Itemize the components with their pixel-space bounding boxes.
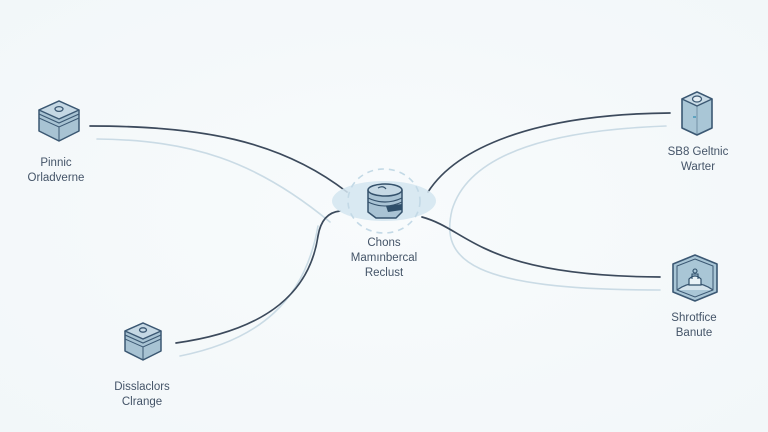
stacked-box-icon — [38, 100, 80, 142]
node-top-left[interactable]: Pinnic Orladverne — [8, 156, 104, 186]
edge-hub-to-bottom-right — [421, 216, 661, 278]
node-top-right[interactable]: SB8 Geltnic Warter — [650, 145, 746, 175]
node-label: Disslaclors Clrange — [114, 381, 170, 408]
node-bottom-left[interactable]: Disslaclors Clrange — [92, 380, 192, 410]
edge-shadow-top-left — [96, 138, 331, 223]
node-label: SB8 Geltnic Warter — [667, 146, 729, 173]
edge-hub-to-top-right — [427, 112, 671, 193]
node-hub[interactable]: Chons Mamınbercal Reclust — [334, 236, 434, 281]
hexagon-canister-icon — [681, 91, 713, 136]
edge-shadow-right-loop — [448, 125, 667, 291]
node-label: Pinnic Orladverne — [27, 157, 85, 184]
edge-top-left-to-hub — [89, 125, 348, 193]
node-label: Shrotfice Banute — [671, 312, 717, 339]
hexagon-shield-icon — [672, 254, 718, 302]
node-bottom-right[interactable]: Shrotfice Banute — [646, 311, 742, 341]
stacked-box-icon — [124, 322, 162, 361]
edge-shadow-bottom-left — [179, 225, 319, 357]
node-label: Chons Mamınbercal Reclust — [350, 237, 418, 279]
edge-bottom-left-to-hub — [175, 210, 341, 344]
cylinder-database-icon — [367, 183, 403, 219]
